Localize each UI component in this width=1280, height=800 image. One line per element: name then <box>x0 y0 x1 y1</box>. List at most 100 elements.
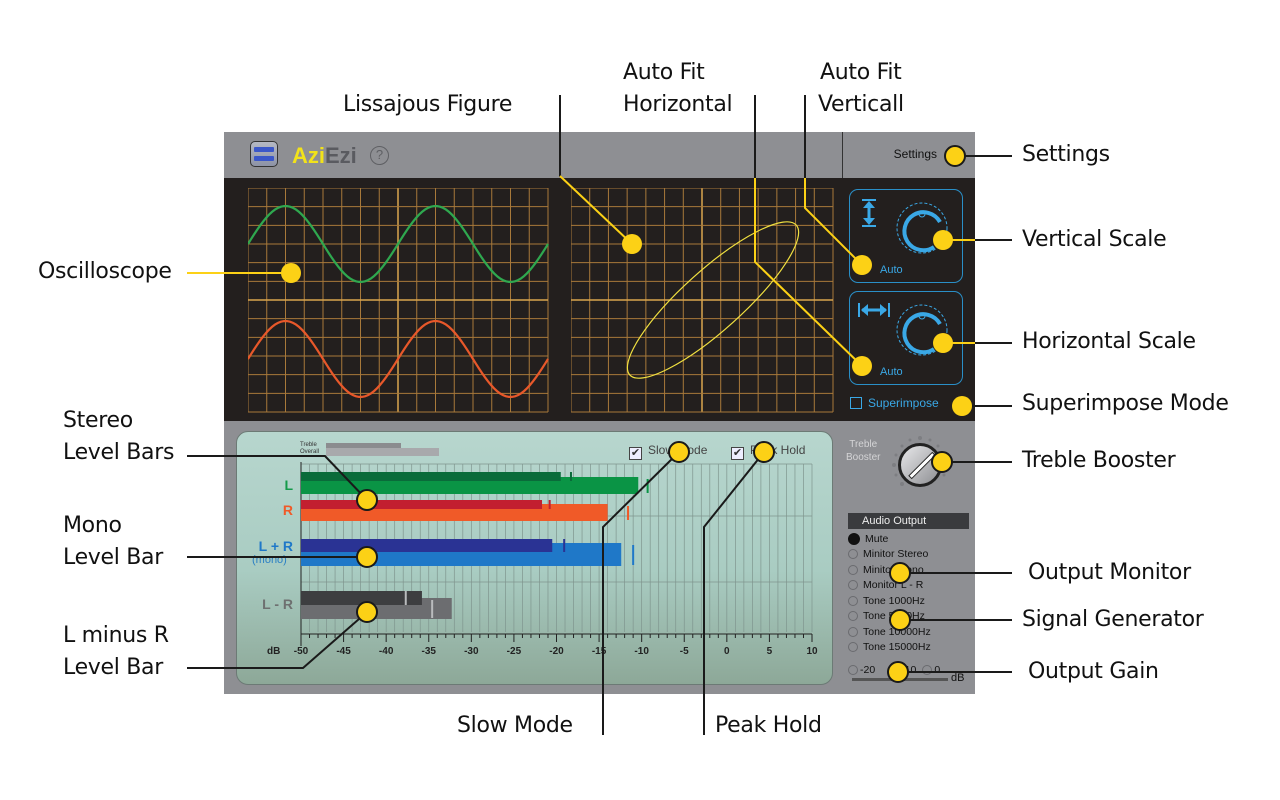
channel-label-l: L <box>284 477 293 493</box>
audio-output-option[interactable]: Mute <box>848 531 931 547</box>
db-tick-label: -25 <box>506 646 522 657</box>
leader-auto-vertical <box>804 95 863 266</box>
radio-button[interactable] <box>848 626 858 637</box>
callout-dot-horizontal-scale <box>933 333 953 353</box>
slow-mode-check-icon[interactable]: ✔ <box>629 447 642 460</box>
settings-button[interactable]: Settings <box>893 147 937 161</box>
channel-label-r: R <box>282 502 293 518</box>
callout-auto-fit-vertical-line1: Auto Fit <box>820 60 902 85</box>
callout-vertical-scale: Vertical Scale <box>1022 227 1167 252</box>
callout-horizontal-scale: Horizontal Scale <box>1022 329 1196 354</box>
callout-dot-slow-mode <box>668 441 690 463</box>
title-divider <box>842 132 843 178</box>
level-meter-panel: Treble Overall ✔Slow Mode ✔Peak Hold L R… <box>236 431 833 685</box>
vertical-arrows-icon <box>862 199 876 227</box>
callout-auto-fit-vertical-line2: Verticall <box>818 92 904 117</box>
audio-output-option[interactable]: Tone 1000Hz <box>848 593 931 609</box>
help-icon[interactable]: ? <box>370 146 389 165</box>
gain-option-radio[interactable] <box>848 665 858 675</box>
callout-slow-mode: Slow Mode <box>457 713 573 738</box>
superimpose-checkbox-box[interactable] <box>850 397 862 409</box>
channel-label-l-minus-r: L - R <box>262 596 293 612</box>
audio-output-option[interactable]: Minitor Stereo <box>848 547 931 563</box>
db-tick-label: 10 <box>806 646 818 657</box>
treble-meter-caption: Treble <box>300 442 317 448</box>
gain-option-label[interactable]: -20 <box>860 664 876 676</box>
callout-auto-fit-horizontal-line1: Auto Fit <box>623 60 705 85</box>
callout-mono-level-bar-line1: Mono <box>63 513 122 538</box>
vertical-scale-knob[interactable] <box>894 200 950 256</box>
callout-output-gain: Output Gain <box>1028 659 1159 684</box>
superimpose-label: Superimpose <box>868 396 939 410</box>
callout-dot-settings <box>944 145 966 167</box>
callout-mono-level-bar-line2: Level Bar <box>63 545 163 570</box>
callout-stereo-level-bars-line2: Level Bars <box>63 440 175 465</box>
callout-peak-hold: Peak Hold <box>715 713 822 738</box>
vertical-auto-button[interactable]: Auto <box>880 264 903 276</box>
radio-button[interactable] <box>848 564 858 575</box>
callout-treble-booster: Treble Booster <box>1022 448 1176 473</box>
callout-dot-lissajous <box>622 234 642 254</box>
callout-settings: Settings <box>1022 142 1110 167</box>
callout-dot-auto-vertical <box>852 255 872 275</box>
radio-button[interactable] <box>848 532 860 545</box>
leader-slow-mode <box>602 451 680 735</box>
lissajous-display <box>571 188 834 413</box>
leader-lissajous-inner <box>559 175 633 245</box>
callout-dot-vertical-scale <box>933 230 953 250</box>
brand-ezi: Ezi <box>325 143 357 168</box>
radio-button[interactable] <box>848 595 858 606</box>
callout-l-minus-r-line2: Level Bar <box>63 655 163 680</box>
gain-option-radio[interactable] <box>922 665 933 675</box>
leader-lissajous <box>559 95 633 245</box>
brand-azi: Azi <box>292 143 325 168</box>
db-tick-label: -20 <box>549 646 564 657</box>
callout-signal-generator: Signal Generator <box>1022 607 1204 632</box>
callout-dot-output-gain <box>887 661 909 683</box>
audio-output-option-label: Monitor L - R <box>863 579 924 592</box>
treble-caption-line1: Treble <box>849 439 878 450</box>
callout-dot-superimpose <box>952 396 972 416</box>
db-tick-label: -50 <box>293 646 309 657</box>
treble-level-meter <box>326 443 402 448</box>
db-tick-label: 0 <box>724 646 730 657</box>
callout-superimpose-mode: Superimpose Mode <box>1022 391 1229 416</box>
callout-dot-mono-bar <box>356 546 378 568</box>
db-unit-label: dB <box>267 646 281 657</box>
radio-button[interactable] <box>848 580 858 591</box>
callout-leader-lines <box>187 95 1012 735</box>
vertical-scale-box: Auto <box>849 189 963 283</box>
gain-unit-label: dB <box>951 672 965 684</box>
horizontal-scale-knob[interactable] <box>894 302 950 358</box>
lissajous-ellipse <box>626 221 800 379</box>
leader-auto-horizontal <box>754 95 863 367</box>
callout-dots <box>281 145 972 683</box>
gain-option-label[interactable]: 0 <box>934 664 941 676</box>
channel-label-mono: L + R <box>258 538 293 554</box>
level-bar-slow <box>301 591 422 605</box>
db-tick-label: -5 <box>679 646 689 657</box>
audio-output-option-label: Tone 10000Hz <box>863 625 931 638</box>
callout-oscilloscope: Oscilloscope <box>38 259 172 284</box>
audio-output-option[interactable]: Tone 15000Hz <box>848 640 931 656</box>
radio-button[interactable] <box>848 549 858 560</box>
app-window: AziEzi ? Settings Auto <box>224 132 975 694</box>
db-tick-label: 5 <box>766 646 773 657</box>
callout-lissajous: Lissajous Figure <box>343 92 513 117</box>
radio-button[interactable] <box>848 611 858 622</box>
audio-output-option[interactable]: Tone 10000Hz <box>848 624 931 640</box>
callout-output-monitor: Output Monitor <box>1028 560 1191 585</box>
db-tick-label: -10 <box>634 646 649 657</box>
treble-booster-caption: Treble Booster <box>846 438 880 464</box>
radio-button[interactable] <box>848 642 858 653</box>
db-tick-label: -15 <box>591 646 607 657</box>
horizontal-auto-button[interactable]: Auto <box>880 366 903 378</box>
leader-stereo-bars <box>187 455 368 501</box>
superimpose-checkbox[interactable]: Superimpose <box>850 396 939 410</box>
callout-dot-signal-generator <box>889 609 911 631</box>
scope-area: Auto Auto Superimpose <box>224 178 975 421</box>
title-bar: AziEzi ? Settings <box>224 132 975 178</box>
peak-hold-check-icon[interactable]: ✔ <box>731 447 744 460</box>
db-tick-label: -40 <box>378 646 394 657</box>
audio-output-option[interactable]: Monitor L - R <box>848 578 931 594</box>
